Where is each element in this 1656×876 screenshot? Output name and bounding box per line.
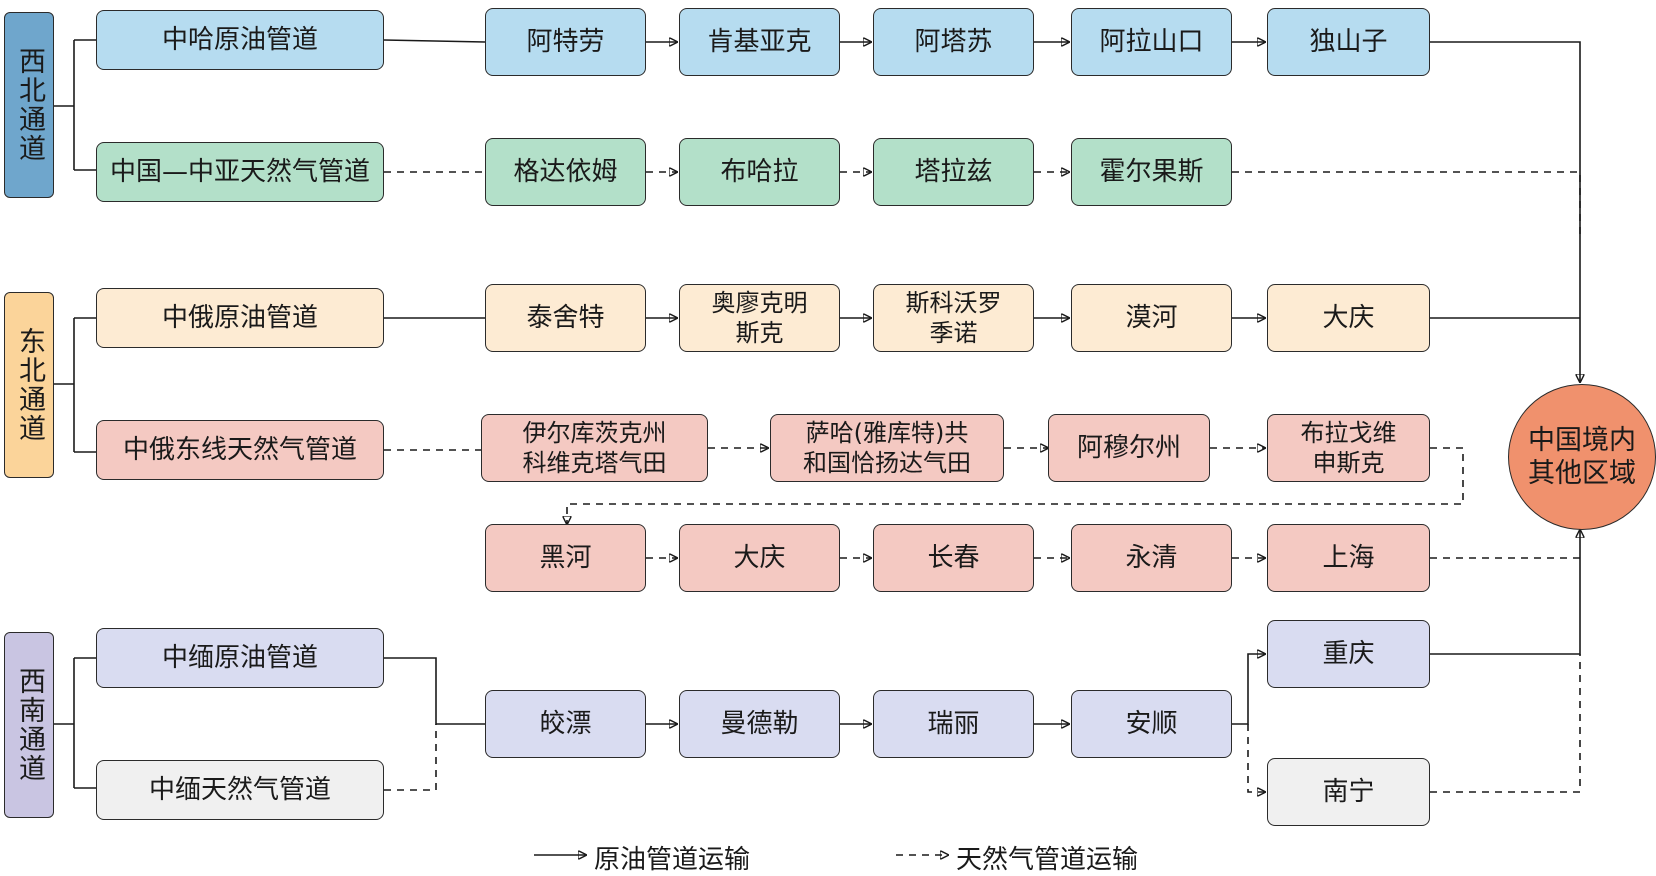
station-node: 阿特劳 [485, 8, 646, 76]
nanning-to-target [1430, 654, 1581, 793]
region-northwest: 西北通道 [4, 12, 54, 198]
mm-crude-link [384, 657, 485, 725]
station-node: 布哈拉 [679, 138, 840, 206]
pipeline-ru-crude: 中俄原油管道 [96, 288, 384, 348]
station-node: 安顺 [1071, 690, 1232, 758]
mm-to-chongqing [1232, 654, 1265, 725]
station-node: 独山子 [1267, 8, 1430, 76]
station-node: 长春 [873, 524, 1034, 592]
station-node: 永清 [1071, 524, 1232, 592]
kz-crude-link [383, 39, 486, 43]
station-node: 格达依姆 [485, 138, 646, 206]
rug-wrap [567, 447, 1464, 524]
region-northeast: 东北通道 [4, 292, 54, 478]
pipeline-ca-gas: 中国—中亚天然气管道 [96, 142, 384, 202]
station-node: 瑞丽 [873, 690, 1034, 758]
station-node: 布拉戈维 申斯克 [1267, 414, 1430, 482]
mm-gas-link [384, 724, 437, 791]
station-node: 上海 [1267, 524, 1430, 592]
station-chongqing: 重庆 [1267, 620, 1430, 688]
station-node: 阿拉山口 [1071, 8, 1232, 76]
target-china-other-regions: 中国境内 其他区域 [1508, 384, 1656, 530]
station-node: 阿塔苏 [873, 8, 1034, 76]
pipeline-ru-east-gas: 中俄东线天然气管道 [96, 420, 384, 480]
station-nanning: 南宁 [1267, 758, 1430, 826]
region-southwest: 西南通道 [4, 632, 54, 818]
station-node: 奥廖克明 斯克 [679, 284, 840, 352]
station-node: 皎漂 [485, 690, 646, 758]
northeast-bracket [52, 317, 96, 453]
station-node: 大庆 [1267, 284, 1430, 352]
station-node: 肯基亚克 [679, 8, 840, 76]
mm-to-nanning [1247, 724, 1265, 792]
legend-crude-label: 原油管道运输 [594, 845, 751, 875]
ca-to-target [1232, 171, 1581, 240]
pipeline-mm-gas: 中缅天然气管道 [96, 760, 384, 820]
station-node: 伊尔库茨克州 科维克塔气田 [481, 414, 708, 482]
station-node: 泰舍特 [485, 284, 646, 352]
station-node: 黑河 [485, 524, 646, 592]
chongqing-to-target [1430, 530, 1580, 655]
station-node: 阿穆尔州 [1048, 414, 1210, 482]
station-node: 塔拉兹 [873, 138, 1034, 206]
station-node: 大庆 [679, 524, 840, 592]
pipeline-kz-crude: 中哈原油管道 [96, 10, 384, 70]
legend-gas-label: 天然气管道运输 [956, 845, 1139, 875]
station-node: 漠河 [1071, 284, 1232, 352]
station-node: 萨哈(雅库特)共 和国恰扬达气田 [770, 414, 1004, 482]
northwest-bracket [52, 39, 96, 171]
station-node: 曼德勒 [679, 690, 840, 758]
station-node: 霍尔果斯 [1071, 138, 1232, 206]
southwest-bracket [52, 657, 96, 789]
pipeline-mm-crude: 中缅原油管道 [96, 628, 384, 688]
kz-to-target [1430, 41, 1580, 382]
station-node: 斯科沃罗 季诺 [873, 284, 1034, 352]
